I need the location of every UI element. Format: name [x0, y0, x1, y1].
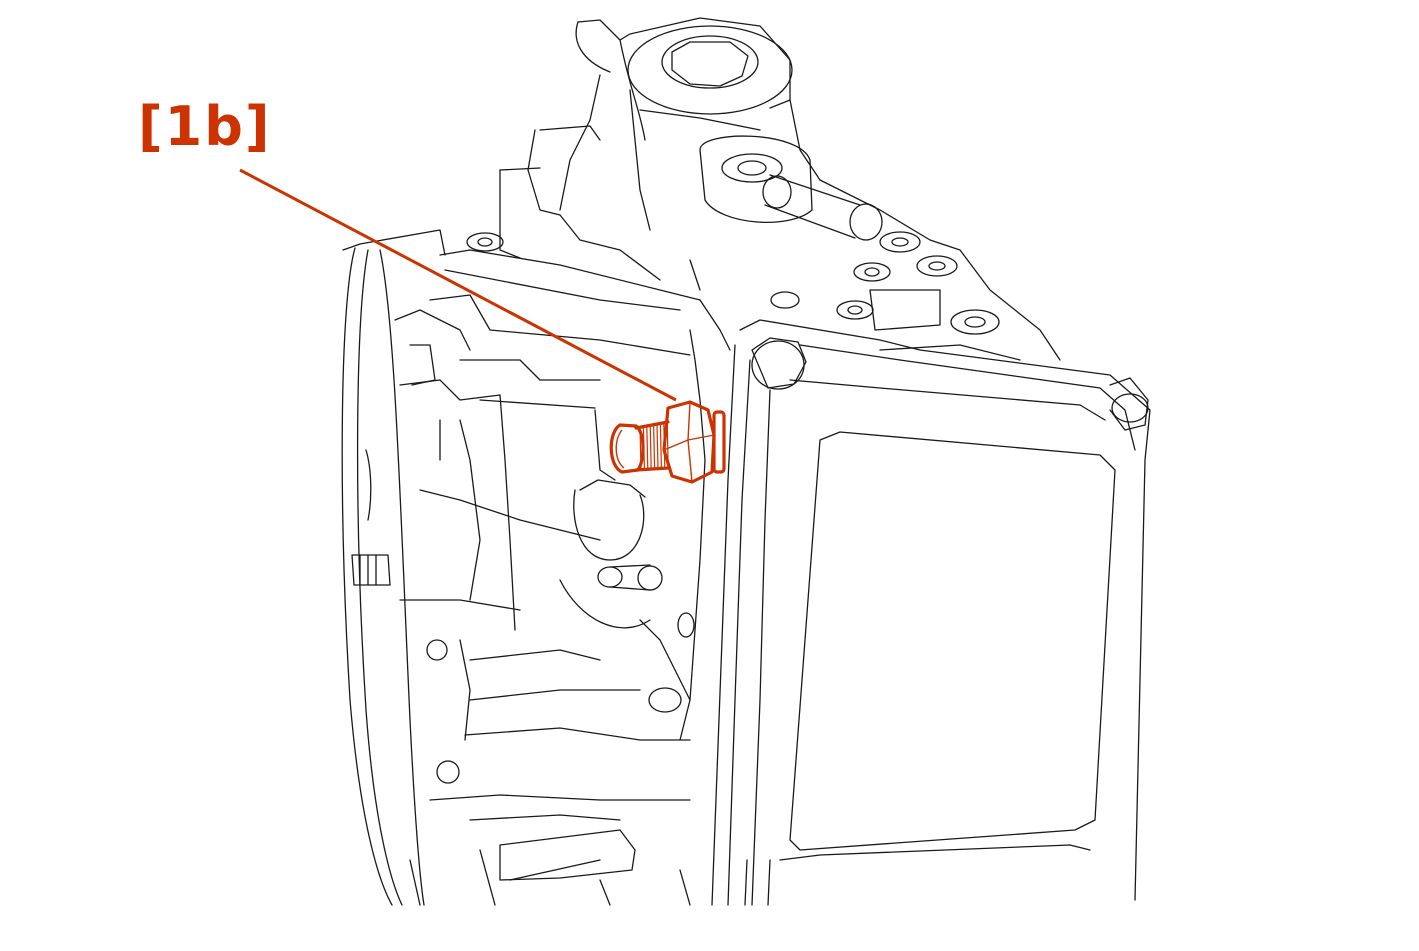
callout-label: [1b]	[138, 95, 272, 158]
right-flange	[689, 179, 1061, 361]
bolt-thread-line	[646, 425, 649, 470]
bolt-thread-line	[659, 423, 662, 469]
bolt-thread-line	[653, 424, 656, 470]
case-body	[394, 249, 701, 906]
center-casting	[559, 329, 706, 741]
highlighted-bolt	[609, 400, 726, 484]
bolt-thread-line	[666, 422, 669, 469]
callout-leader-line	[239, 168, 677, 402]
bolt-washer	[712, 410, 726, 474]
bolt-thread-line	[656, 423, 659, 470]
bolt-tip	[609, 423, 645, 474]
hose-fitting	[699, 135, 883, 241]
bell-housing	[341, 229, 446, 906]
bolt-thread-line	[663, 422, 666, 469]
upper-housing	[499, 17, 821, 281]
bolt-tip-inner	[615, 429, 625, 469]
bolt-hex-head	[662, 400, 716, 484]
oil-pan	[711, 319, 1151, 906]
bolt-thread-line	[649, 425, 652, 470]
mounting-bosses	[426, 231, 1000, 784]
